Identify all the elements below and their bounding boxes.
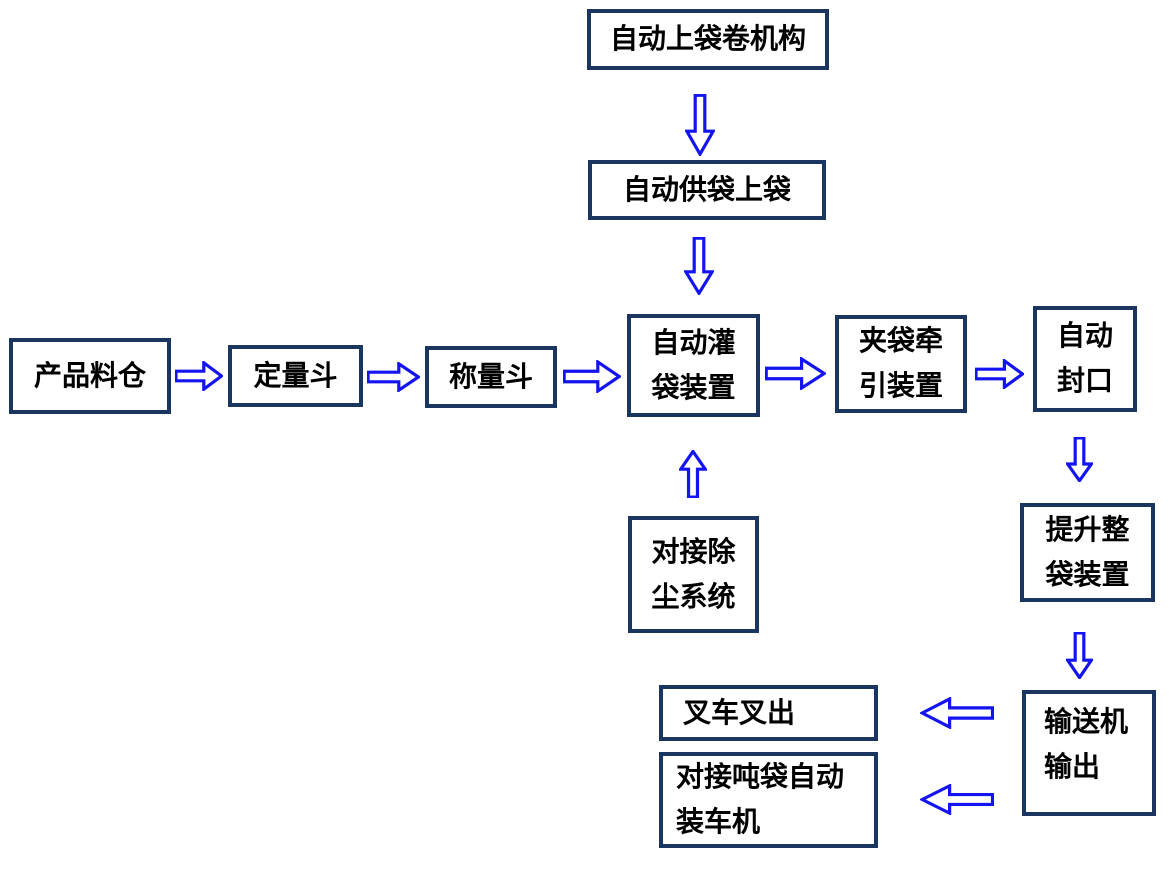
flow-node-label-bag-lifting: 提升整 袋装置 [1045,512,1130,591]
flow-node-label-auto-sealing: 自动 封口 [1056,319,1113,397]
flow-arrow-weighing-hopper-to-filling-device [563,360,621,393]
flow-arrow-filling-device-to-clamp-traction [765,357,826,390]
flow-node-forklift-out: 叉车叉出 [659,685,878,741]
arrow-right-icon [563,360,621,393]
flow-node-bag-roll-mechanism: 自动上袋卷机构 [587,9,829,70]
arrow-down-icon [685,94,715,156]
flow-arrow-bag-roll-mechanism-to-bag-supply [685,94,715,156]
arrow-left-icon [920,784,994,815]
arrow-right-icon [175,361,223,391]
flow-node-ton-bag-loader: 对接吨袋自动 装车机 [659,752,878,848]
flow-node-label-forklift-out: 叉车叉出 [683,695,796,729]
flow-node-label-dust-removal: 对接除 尘系统 [651,534,736,613]
flow-node-label-clamp-traction: 夹袋牵 引装置 [858,324,943,402]
flow-node-auto-sealing: 自动 封口 [1033,306,1137,412]
flow-node-filling-device: 自动灌 袋装置 [627,314,760,417]
arrow-right-icon [367,362,420,392]
flow-arrow-dust-removal-to-filling-device [679,450,707,498]
arrow-right-icon [765,357,826,390]
flow-node-conveyor-output: 输送机 输出 [1022,690,1156,816]
flow-arrow-bag-supply-to-filling-device [684,237,714,295]
arrow-up-icon [679,450,707,498]
flow-node-dosing-hopper: 定量斗 [228,345,363,407]
flow-arrow-dosing-hopper-to-weighing-hopper [367,362,420,392]
flow-node-label-dosing-hopper: 定量斗 [253,358,338,392]
flow-arrow-conveyor-output-to-forklift-out [920,697,994,729]
flow-node-dust-removal: 对接除 尘系统 [628,516,759,633]
flow-arrow-clamp-traction-to-auto-sealing [975,359,1024,389]
flow-node-clamp-traction: 夹袋牵 引装置 [835,315,967,413]
flow-node-label-conveyor-output: 输送机 输出 [1044,705,1129,783]
arrow-left-icon [920,697,994,729]
flow-node-product-silo: 产品料仓 [9,338,171,414]
arrow-down-icon [1066,632,1093,679]
flow-node-label-bag-roll-mechanism: 自动上袋卷机构 [609,22,806,56]
flow-node-bag-supply: 自动供袋上袋 [588,160,826,220]
flow-node-label-ton-bag-loader: 对接吨袋自动 装车机 [676,760,845,838]
flow-arrow-auto-sealing-to-bag-lifting [1066,437,1093,482]
flow-arrow-conveyor-output-to-ton-bag-loader [920,784,994,815]
flow-node-label-product-silo: 产品料仓 [33,358,146,392]
flow-node-label-weighing-hopper: 称量斗 [448,359,533,393]
flow-node-weighing-hopper: 称量斗 [425,346,557,408]
arrow-down-icon [1066,437,1093,482]
flow-node-bag-lifting: 提升整 袋装置 [1020,503,1155,602]
arrow-down-icon [684,237,714,295]
flow-arrow-product-silo-to-dosing-hopper [175,361,223,391]
flow-arrow-bag-lifting-to-conveyor-output [1066,632,1093,679]
flow-node-label-bag-supply: 自动供袋上袋 [622,172,791,206]
arrow-right-icon [975,359,1024,389]
flow-node-label-filling-device: 自动灌 袋装置 [651,325,736,404]
